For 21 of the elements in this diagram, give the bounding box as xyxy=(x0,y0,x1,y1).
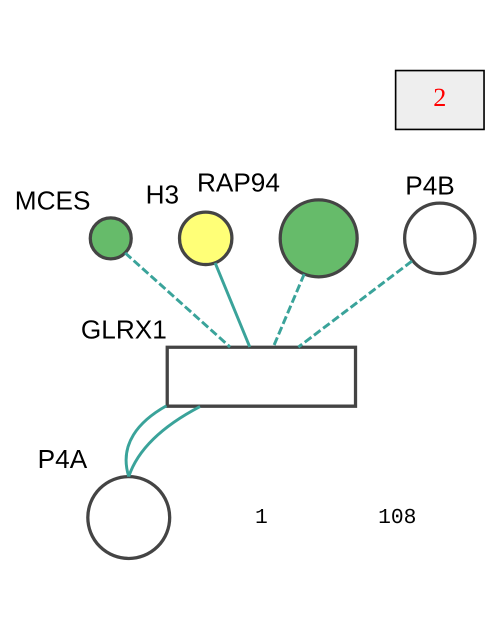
connector xyxy=(214,262,252,347)
node-circle xyxy=(278,198,359,278)
node-label: MCES xyxy=(14,184,90,215)
connector xyxy=(272,273,306,348)
node-circle xyxy=(178,210,234,266)
node-circle xyxy=(88,216,133,260)
label: 1 xyxy=(254,506,268,530)
connector xyxy=(124,251,231,348)
label: 108 xyxy=(378,506,416,530)
connector xyxy=(297,259,413,348)
label: 2 xyxy=(433,82,446,112)
node-label: P4B xyxy=(405,170,455,200)
node-circle xyxy=(86,474,172,560)
node-label: P4A xyxy=(38,444,88,474)
node-label: H3 xyxy=(146,179,180,210)
node-box xyxy=(166,345,358,408)
node-label: GLRX1 xyxy=(80,314,167,344)
node-circle xyxy=(403,201,477,275)
connector xyxy=(124,404,168,476)
connector xyxy=(127,404,201,477)
node-label: RAP94 xyxy=(196,166,280,197)
